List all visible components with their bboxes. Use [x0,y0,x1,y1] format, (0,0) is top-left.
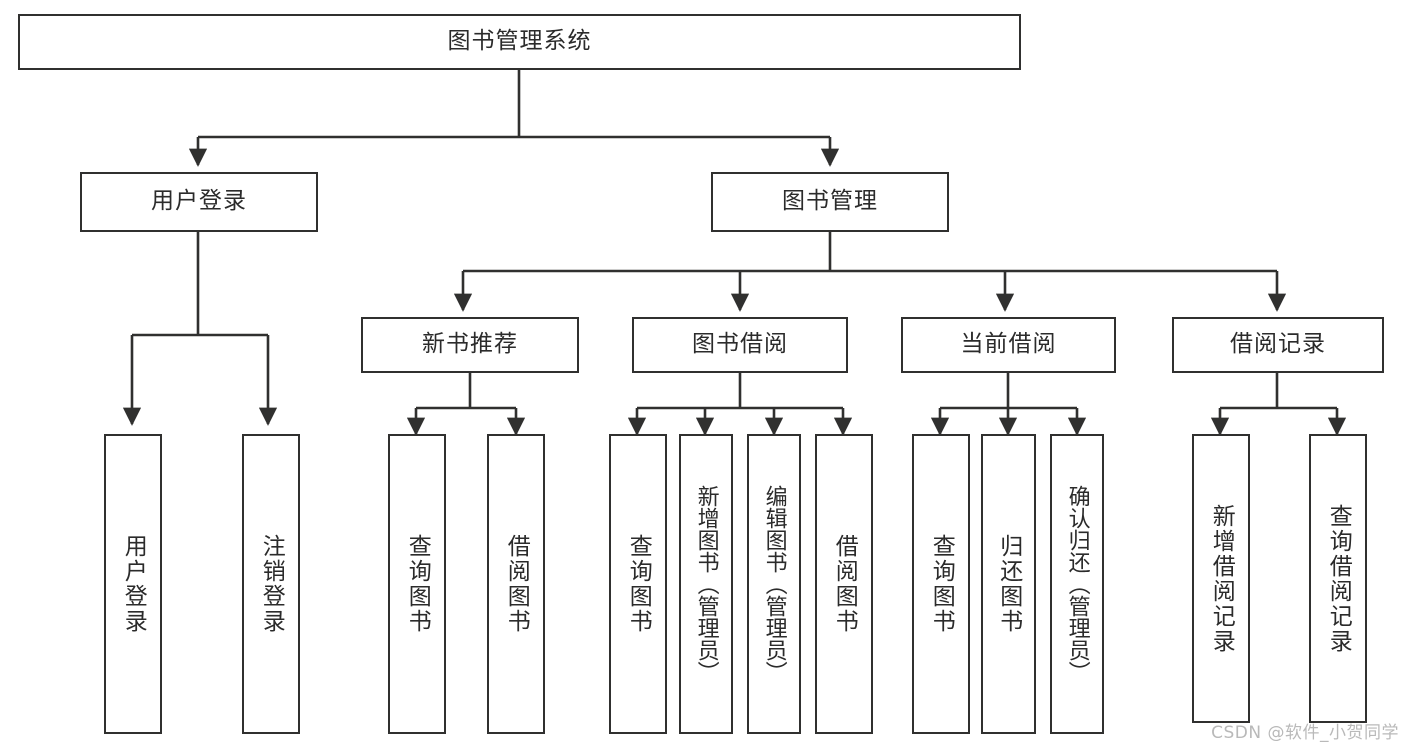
leaf-current-query-book[interactable]: 查询图书 [912,434,970,734]
node-user-login[interactable]: 用户登录 [80,172,318,232]
leaf-current-return-book[interactable]: 归还图书 [981,434,1036,734]
node-label: 注销登录 [258,534,285,634]
node-label: 查询借阅记录 [1325,503,1352,654]
node-label: 新增图书（管理员） [693,485,719,683]
node-label: 新增借阅记录 [1208,503,1235,654]
node-book-management[interactable]: 图书管理 [711,172,949,232]
node-label: 借阅图书 [503,534,530,634]
leaf-new-book-query[interactable]: 查询图书 [388,434,446,734]
node-label: 图书管理 [782,188,878,215]
node-label: 编辑图书（管理员） [761,485,787,683]
node-borrow-record[interactable]: 借阅记录 [1172,317,1384,373]
node-new-book-recommend[interactable]: 新书推荐 [361,317,579,373]
leaf-borrow-borrow-book[interactable]: 借阅图书 [815,434,873,734]
node-root-system[interactable]: 图书管理系统 [18,14,1021,70]
node-label: 查询图书 [404,534,431,634]
node-label: 归还图书 [995,534,1022,634]
leaf-new-book-borrow[interactable]: 借阅图书 [487,434,545,734]
node-label: 查询图书 [928,534,955,634]
node-current-borrow[interactable]: 当前借阅 [901,317,1116,373]
node-label: 用户登录 [151,188,247,215]
node-book-borrow[interactable]: 图书借阅 [632,317,848,373]
node-label: 借阅图书 [831,534,858,634]
node-label: 用户登录 [120,534,147,634]
leaf-borrow-add-book-admin[interactable]: 新增图书（管理员） [679,434,733,734]
leaf-current-confirm-return-admin[interactable]: 确认归还（管理员） [1050,434,1104,734]
leaf-record-add[interactable]: 新增借阅记录 [1192,434,1250,723]
node-label: 查询图书 [625,534,652,634]
leaf-borrow-query-book[interactable]: 查询图书 [609,434,667,734]
leaf-record-query[interactable]: 查询借阅记录 [1309,434,1367,723]
leaf-user-login[interactable]: 用户登录 [104,434,162,734]
node-label: 当前借阅 [960,331,1057,358]
csdn-watermark: CSDN @软件_小贺同学 [1211,723,1399,743]
node-label: 借阅记录 [1230,331,1326,358]
node-label: 图书借阅 [692,331,788,358]
leaf-borrow-edit-book-admin[interactable]: 编辑图书（管理员） [747,434,801,734]
node-label: 确认归还（管理员） [1064,485,1090,683]
node-label: 图书管理系统 [447,28,592,55]
leaf-user-logout[interactable]: 注销登录 [242,434,300,734]
node-label: 新书推荐 [422,331,518,358]
